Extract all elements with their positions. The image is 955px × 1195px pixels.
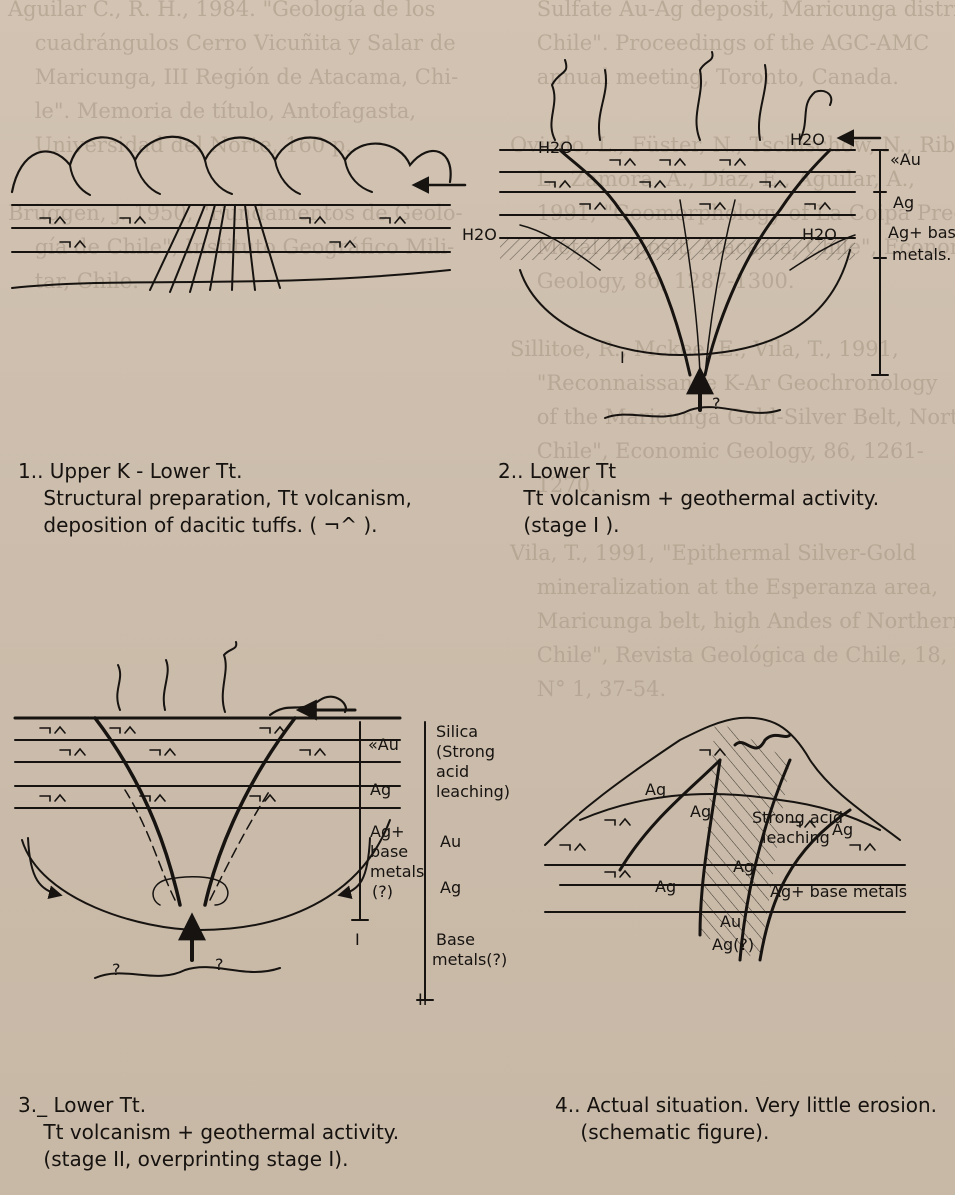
panel-4-label-ag-3: Ag — [832, 820, 853, 839]
panel-3-label-silica: Silica — [436, 722, 478, 741]
panel-3-label-ag2: Ag — [440, 878, 461, 897]
panel-3-label-strong: (Strong — [436, 742, 495, 761]
panel-2-caption: 2.. Lower Tt Tt volcanism + geothermal a… — [498, 458, 879, 539]
panel-2-label-question: ? — [712, 394, 721, 413]
panel-4-label-ag-base: Ag+ base metals — [770, 882, 907, 901]
panel-3-label-metals2: metals(?) — [432, 950, 507, 969]
panel-4-label-au: Au — [720, 912, 741, 931]
panel-4-caption: 4.. Actual situation. Very little erosio… — [555, 1092, 937, 1146]
panel-3-label-q2: ? — [215, 955, 224, 974]
panel-3-label-ag: Ag — [370, 780, 391, 799]
panel-4-label-strong-acid: Strong acid — [752, 808, 843, 827]
panel-3-label-base: base — [370, 842, 408, 861]
panel-3-label-ii: II — [418, 990, 427, 1009]
panel-3-caption: 3._ Lower Tt. Tt volcanism + geothermal … — [18, 1092, 399, 1173]
panel-1-sketch — [12, 137, 465, 292]
panel-3-label-i: I — [355, 930, 360, 949]
panel-2-label-au: «Au — [890, 150, 921, 169]
panel-2-label-ag-base: Ag+ base — [888, 223, 955, 242]
panel-4-label-ag-4: Ag — [655, 877, 676, 896]
panel-2-label-h2o-2: H2O — [790, 130, 825, 149]
panel-3-label-metals: metals — [370, 862, 424, 881]
panel-2-label-metals: metals. — [892, 245, 951, 264]
panel-3-label-base2: Base — [436, 930, 475, 949]
panel-4-label-ag-5: Ag — [733, 857, 754, 876]
panel-3-label-q1: ? — [112, 960, 121, 979]
panel-4-label-leaching: leaching — [762, 828, 830, 847]
panel-3-label-au: «Au — [368, 735, 399, 754]
panel-2-label-stage-i: I — [620, 348, 625, 367]
panel-2-label-ag: Ag — [893, 193, 914, 212]
panel-2-label-h2o-3: H2O — [462, 225, 497, 244]
panel-2-label-h2o-1: H2O — [538, 138, 573, 157]
panel-4-label-ag-q: Ag(?) — [712, 935, 754, 954]
panel-4-label-ag-1: Ag — [645, 780, 666, 799]
panel-3-label-acid: acid — [436, 762, 469, 781]
panel-3-label-au2: Au — [440, 832, 461, 851]
panel-1-caption: 1.. Upper K - Lower Tt. Structural prepa… — [18, 458, 412, 539]
panel-3-label-ag-plus: Ag+ — [370, 822, 405, 841]
panel-3-sketch — [15, 642, 433, 1000]
panel-3-label-q: (?) — [372, 882, 393, 901]
panel-3-label-leaching: leaching) — [436, 782, 510, 801]
panel-4-label-ag-2: Ag — [690, 802, 711, 821]
panel-2-label-h2o-4: H2O — [802, 225, 837, 244]
